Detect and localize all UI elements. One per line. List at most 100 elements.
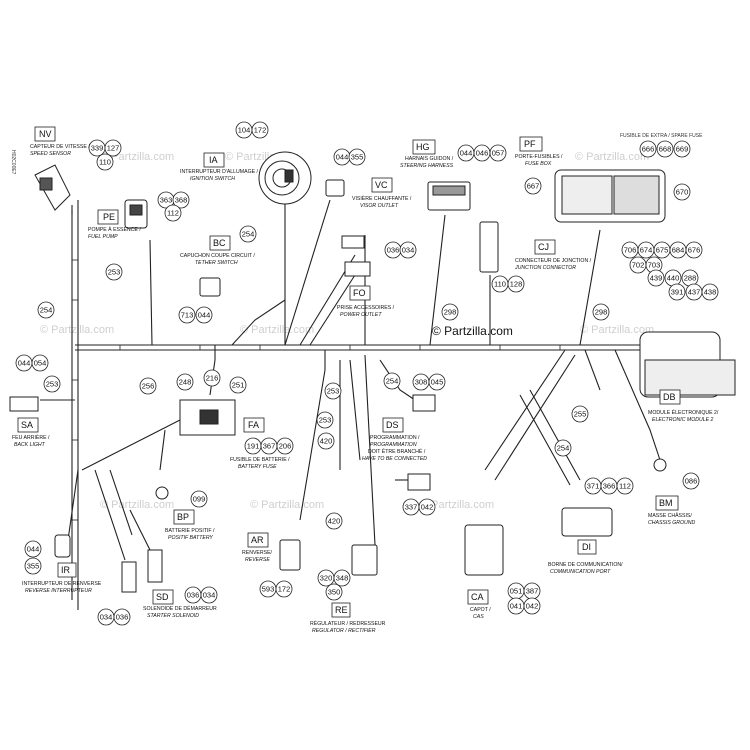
label-di-l2: COMMUNICATION PORT [550, 569, 611, 575]
part-callout-circle [682, 472, 700, 490]
part-number: 669 [676, 145, 689, 154]
part-number: 339 [91, 144, 104, 153]
label-nv-l1: CAPTEUR DE VITESSE / [30, 144, 90, 150]
part-number: 355 [27, 562, 40, 571]
reverse-switch-shape [54, 534, 71, 558]
part-number: 254 [40, 306, 53, 315]
part-number: 337 [405, 503, 418, 512]
part-callout-circle [348, 148, 366, 166]
part-number: 298 [444, 308, 457, 317]
part-callout-circle [571, 405, 589, 423]
capot-connector [464, 524, 504, 576]
part-number: 172 [254, 126, 267, 135]
part-number: 034 [402, 246, 415, 255]
part-number: 253 [46, 380, 59, 389]
part-callout-circle [489, 144, 507, 162]
label-re-code: RE [335, 605, 348, 615]
label-ds-l1: PROGRAMMATION / [370, 435, 420, 441]
programmation-connector [412, 394, 436, 412]
part-callout-circle [105, 263, 123, 281]
part-callout-circle [639, 140, 657, 158]
part-number: 254 [242, 230, 255, 239]
part-number: 320 [320, 574, 333, 583]
part-number: 355 [351, 153, 364, 162]
label-ia-code: IA [209, 155, 218, 165]
label-ir-l2: REVERSE INTERRUPTEUR [25, 588, 92, 594]
part-number: 128 [510, 280, 523, 289]
label-ca-code: CA [471, 592, 484, 602]
part-number: 127 [107, 144, 120, 153]
part-number: 086 [685, 477, 698, 486]
part-number: 391 [671, 288, 684, 297]
part-callout-circle [673, 183, 691, 201]
part-number: 363 [160, 196, 173, 205]
label-ia-l1: INTERRUPTEUR D'ALLUMAGE / [180, 169, 259, 175]
part-number: 112 [167, 209, 179, 218]
label-re-l2: REGULATOR / RECTIFIER [312, 628, 376, 634]
part-number: 667 [527, 182, 540, 191]
label-ca-l1: CAPOT / [470, 607, 491, 613]
label-nv-l2: SPEED SENSOR [30, 151, 71, 157]
part-number: 703 [648, 261, 661, 270]
watermark-7: © Partzilla.com [100, 499, 174, 511]
programmation-connector-2 [407, 473, 431, 491]
diagram-side-code: H02C00E7 [10, 150, 16, 175]
watermark-6: © Partzilla.com [580, 324, 654, 336]
label-cj-code: CJ [538, 242, 549, 252]
label-ar-code: AR [251, 535, 264, 545]
watermark-5: © Partzilla.com [240, 324, 314, 336]
label-fo-code: FO [353, 288, 366, 298]
part-number: 593 [262, 585, 275, 594]
label-ds-code: DS [386, 420, 399, 430]
chassis-ground-ring [653, 458, 667, 472]
power-outlet-2 [344, 261, 371, 277]
label-sa-l1: FEU ARRIÈRE / [12, 434, 50, 441]
part-callout-circle [668, 283, 686, 301]
label-hg-l2: STEERING HARNESS [400, 163, 454, 169]
watermark-3: © Partzilla.com [575, 151, 649, 163]
part-callout-circle [176, 373, 194, 391]
part-number: 044 [27, 545, 40, 554]
part-number: 298 [595, 308, 608, 317]
part-callout-circle [24, 540, 42, 558]
label-re-l1: RÉGULATEUR / REDRESSEUR [310, 620, 386, 627]
label-hg-l1: HARNAIS GUIDON / [405, 156, 454, 162]
part-number: 366 [603, 482, 616, 491]
label-ds-l2: PROGRAMMATION [370, 442, 417, 448]
part-number: 041 [510, 602, 523, 611]
label-fo-l1: PRISE ACCESSOIRES / [337, 305, 395, 311]
partzilla-brand: © Partzilla.com [432, 324, 513, 338]
part-number: 420 [320, 437, 333, 446]
part-number: 253 [319, 416, 332, 425]
label-vc-l2: VISOR OUTLET [360, 203, 399, 209]
label-vc-code: VC [375, 180, 388, 190]
part-number: 350 [328, 588, 341, 597]
label-cj-l2: JUNCTION CONNECTOR [514, 265, 576, 271]
label-bc-l1: CAPUCHON COUPE CIRCUIT / [180, 253, 255, 259]
part-callout-circle [276, 437, 294, 455]
part-callout-circle [37, 301, 55, 319]
part-number: 044 [336, 153, 349, 162]
part-number: 367 [263, 442, 276, 451]
part-callout-circle [685, 241, 703, 259]
part-callout-circle [164, 204, 182, 222]
part-callout-circle [104, 139, 122, 157]
label-fa-l1: FUSIBLE DE BATTERIE / [230, 457, 290, 463]
watermark-9: © Partzilla.com [420, 499, 494, 511]
watermarks: © Partzilla.com © Partzilla.com © Partzi… [40, 151, 654, 511]
label-pe-code: PE [103, 212, 115, 222]
junction-connector-shape [479, 221, 499, 273]
label-pe-l2: FUEL PUMP [88, 234, 118, 240]
part-number: 702 [632, 261, 645, 270]
part-callout-circle [172, 191, 190, 209]
components [9, 151, 736, 593]
reverse-connector [279, 539, 301, 571]
part-callout-circle [200, 586, 218, 604]
part-number: 104 [238, 126, 251, 135]
part-callout-circle [325, 512, 343, 530]
part-number: 044 [198, 311, 211, 320]
part-callout-circle [325, 583, 343, 601]
regulator-connector [351, 544, 378, 576]
label-pf-l1: PORTE-FUSIBLES / [515, 154, 563, 160]
